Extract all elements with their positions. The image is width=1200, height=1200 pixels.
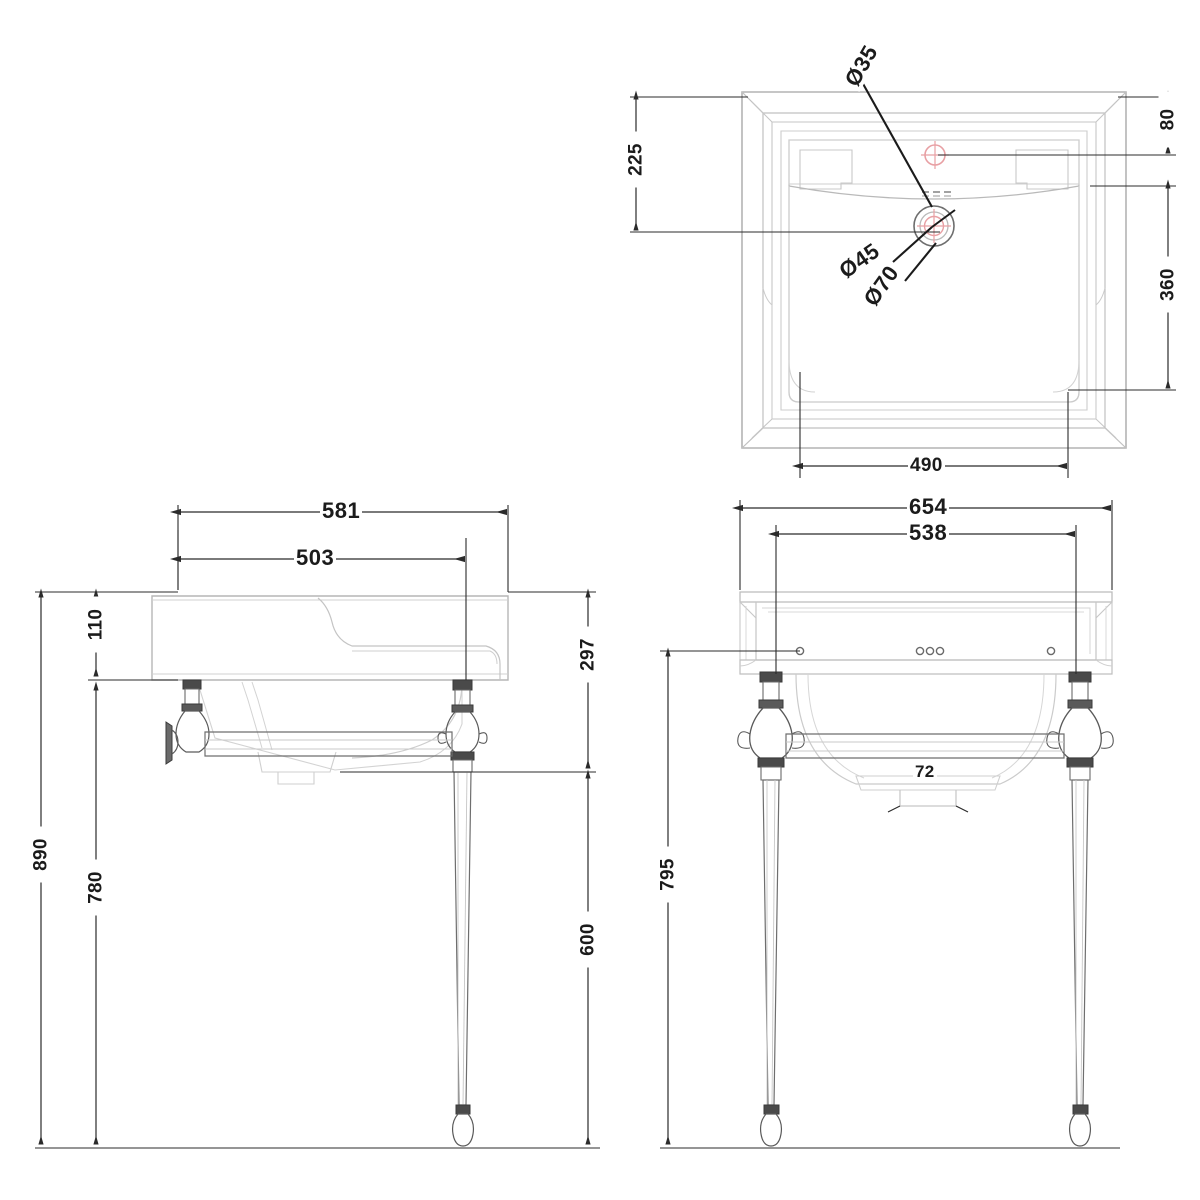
side-cross-rail (204, 731, 453, 757)
dim-front-795: 795 (658, 846, 679, 903)
plan-view-geometry (741, 91, 1127, 449)
dim-side-780: 780 (86, 859, 107, 916)
dim-side-503: 503 (294, 545, 337, 570)
dim-side-110: 110 (86, 596, 107, 653)
dim-side-581: 581 (320, 498, 363, 523)
side-dimensions (35, 505, 600, 1149)
front-view-geometry (737, 591, 1114, 1147)
front-right-leg (1046, 671, 1114, 1147)
dim-side-297: 297 (578, 626, 599, 683)
front-cross-rail (785, 733, 1065, 759)
dim-front-538: 538 (907, 520, 950, 545)
plan-leaders (856, 72, 937, 282)
dim-side-890: 890 (31, 826, 52, 883)
side-front-leg (437, 679, 488, 1147)
dim-plan-80: 80 (1158, 91, 1179, 148)
side-view-geometry (151, 595, 509, 1147)
dim-side-600: 600 (578, 911, 599, 968)
dim-plan-360: 360 (1158, 256, 1179, 313)
dim-front-72: 72 (913, 762, 937, 781)
dim-front-654: 654 (907, 494, 950, 519)
front-left-leg (737, 671, 805, 1147)
dim-plan-225: 225 (626, 131, 647, 188)
dim-plan-490: 490 (908, 455, 945, 476)
front-dimensions (660, 500, 1120, 1149)
side-rear-leg (165, 679, 210, 765)
